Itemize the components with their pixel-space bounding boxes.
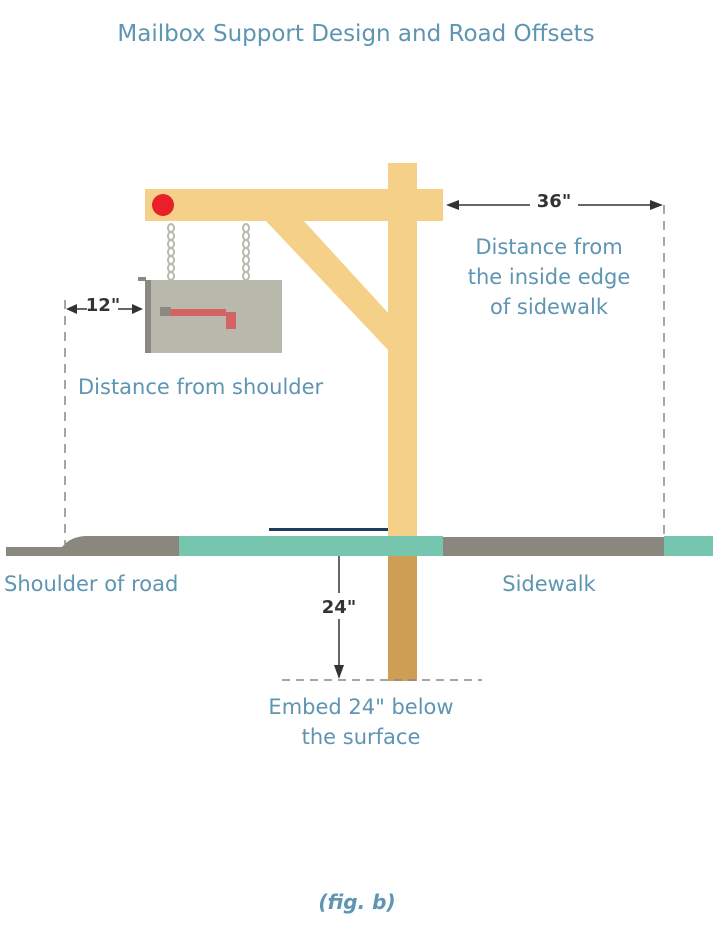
embed-depth-label: 24"	[322, 597, 356, 618]
dimension-36-label: 36"	[537, 191, 571, 212]
shoulder-of-road-label: Shoulder of road	[4, 572, 178, 596]
flag-pivot	[160, 307, 171, 316]
sidewalk-distance-label-line3: of sidewalk	[490, 295, 609, 319]
mailbox-door	[138, 277, 146, 281]
mailbox	[138, 277, 282, 353]
reflector-dot	[152, 194, 174, 216]
crossarm	[145, 189, 443, 221]
sidewalk-label: Sidewalk	[502, 572, 596, 596]
shoulder-distance-label: Distance from shoulder	[78, 375, 324, 399]
post-embedded	[388, 556, 417, 681]
dimension-12-label: 12"	[86, 295, 120, 316]
figure-caption: (fig. b)	[318, 890, 395, 914]
sidewalk-slab	[179, 536, 443, 556]
mailbox-body	[151, 280, 282, 353]
post	[388, 163, 417, 536]
road-shoulder	[6, 536, 180, 556]
brace	[265, 220, 390, 352]
embed-label-line1: Embed 24" below	[268, 695, 453, 719]
embed-arrowhead	[334, 665, 344, 679]
sidewalk-distance-label-line2: the inside edge	[468, 265, 630, 289]
surface-line	[269, 528, 401, 531]
dimension-36	[446, 200, 663, 210]
sidewalk-far	[664, 536, 713, 556]
embed-label-bg	[320, 593, 360, 619]
chain-right	[242, 223, 250, 281]
road-strip	[443, 537, 664, 556]
mailbox-flag	[170, 309, 236, 329]
embed-label-line2: the surface	[302, 725, 421, 749]
dimension-12	[66, 304, 143, 314]
sidewalk-distance-label-line1: Distance from	[475, 235, 622, 259]
chain-left	[167, 223, 175, 281]
mailbox-front	[145, 280, 153, 353]
page-title: Mailbox Support Design and Road Offsets	[117, 21, 594, 47]
